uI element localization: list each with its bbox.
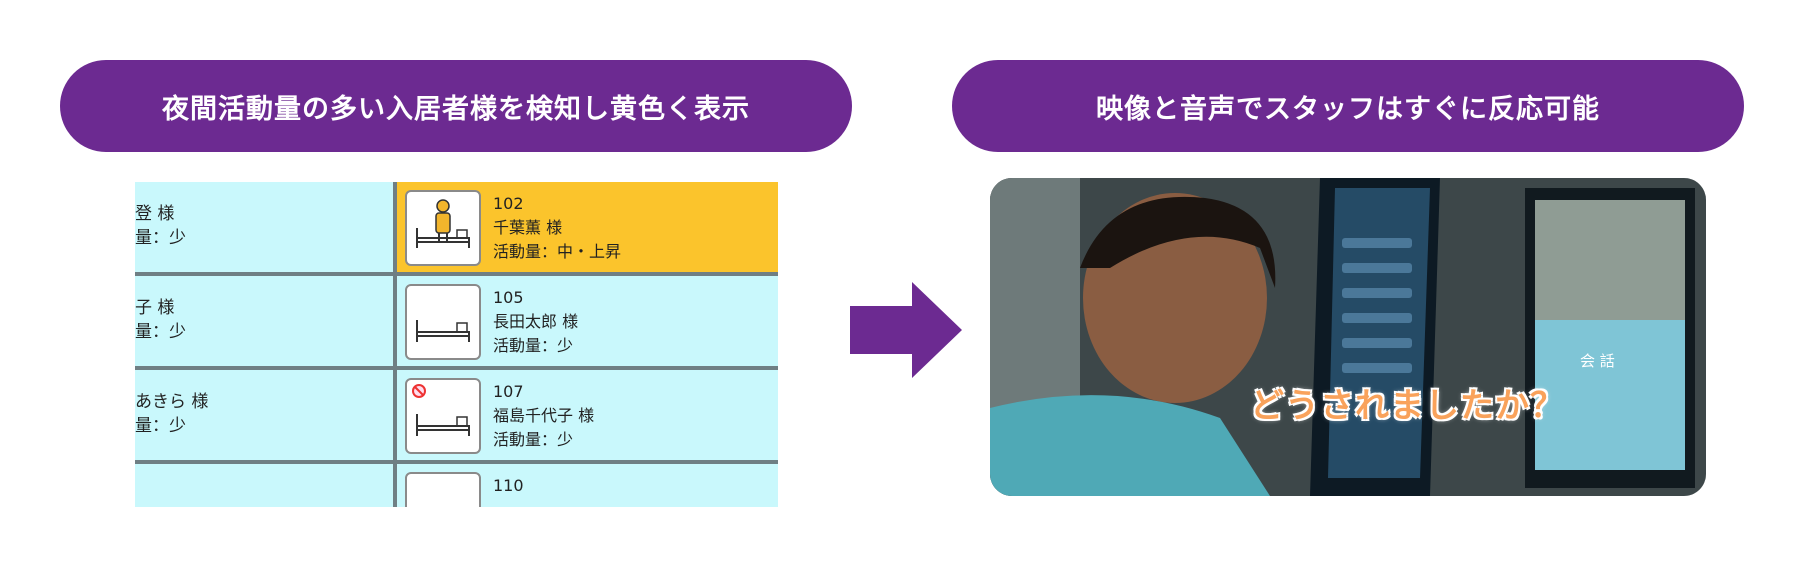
- table-row: 110: [135, 464, 778, 507]
- resident-cell-alert[interactable]: 102 千葉薫 様 活動量：中・上昇: [397, 182, 778, 272]
- bed-icon-empty: [405, 378, 481, 454]
- header-detect-activity: 夜間活動量の多い入居者様を検知し黄色く表示: [60, 60, 852, 152]
- bed-icon-empty: [405, 284, 481, 360]
- room-number: 105: [493, 288, 524, 307]
- staff-video-still: 会 話: [990, 178, 1706, 496]
- resident-activity: 量：少: [135, 228, 186, 248]
- resident-activity: 活動量：中・上昇: [493, 242, 622, 261]
- resident-name: 千葉薫 様: [493, 218, 563, 237]
- table-row: あきら 様 量：少 107 福島千代子 様 活動量：少: [135, 370, 778, 464]
- table-row: 登 様 量：少 102 千葉薫 様 活動量：中・上昇: [135, 182, 778, 276]
- room-number: 102: [493, 194, 524, 213]
- no-sensor-icon: [412, 384, 426, 398]
- table-row: 子 様 量：少 105 長田太郎 様 活動量：少: [135, 276, 778, 370]
- resident-cell[interactable]: 105 長田太郎 様 活動量：少: [397, 276, 778, 366]
- column-divider: [393, 182, 397, 507]
- resident-activity: 活動量：少: [493, 430, 574, 449]
- resident-cell-partial[interactable]: [135, 464, 393, 507]
- resident-cell[interactable]: 107 福島千代子 様 活動量：少: [397, 370, 778, 460]
- monitoring-grid: 登 様 量：少 102 千葉薫 様 活動量：中・上昇: [135, 182, 778, 507]
- bed-icon-occupied: [405, 190, 481, 266]
- resident-activity: 量：少: [135, 322, 186, 342]
- resident-name: 福島千代子 様: [493, 406, 595, 425]
- resident-cell-partial[interactable]: 子 様 量：少: [135, 276, 393, 366]
- bed-icon-empty: [405, 472, 481, 507]
- resident-cell-partial[interactable]: 登 様 量：少: [135, 182, 393, 272]
- video-scene-illustration: [990, 178, 1706, 496]
- monitor-label: 会 話: [1580, 352, 1615, 370]
- room-number: 107: [493, 382, 524, 401]
- resident-cell[interactable]: 110: [397, 464, 778, 507]
- header-video-audio: 映像と音声でスタッフはすぐに反応可能: [952, 60, 1744, 152]
- resident-name: 子 様: [135, 298, 175, 318]
- room-number: 110: [493, 476, 524, 495]
- resident-name: 長田太郎 様: [493, 312, 579, 331]
- resident-name: あきら 様: [135, 392, 209, 412]
- resident-activity: 量：少: [135, 416, 186, 436]
- video-caption: どうされましたか？: [1250, 386, 1565, 426]
- resident-name: 登 様: [135, 204, 175, 224]
- resident-cell-partial[interactable]: あきら 様 量：少: [135, 370, 393, 460]
- right-arrow-icon: [850, 282, 962, 378]
- resident-activity: 活動量：少: [493, 336, 574, 355]
